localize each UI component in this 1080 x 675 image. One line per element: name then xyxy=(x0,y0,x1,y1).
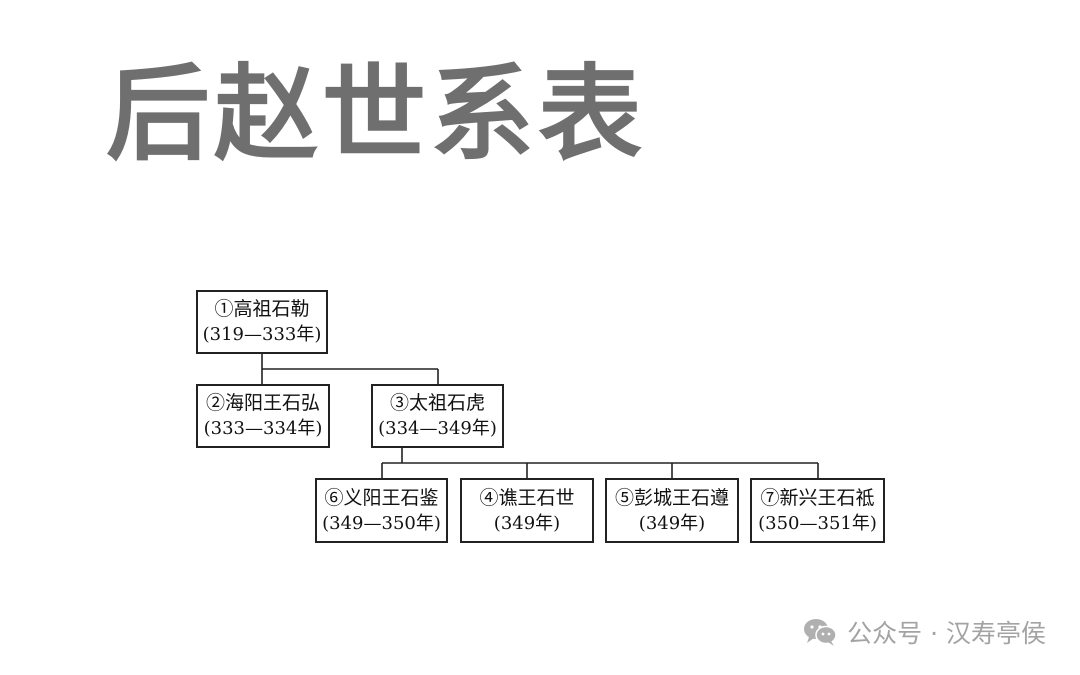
node-years: (349年) xyxy=(638,512,706,534)
node-n6: ⑥义阳王石鉴 (349—350年) xyxy=(315,478,448,543)
wechat-icon xyxy=(804,619,837,646)
watermark: 公众号 · 汉寿亭侯 xyxy=(803,614,1046,650)
node-name: ⑦新兴王石祗 xyxy=(760,486,875,509)
node-years: (319—333年) xyxy=(202,324,322,345)
node-years: (334—349年) xyxy=(378,418,497,439)
node-name: ③太祖石虎 xyxy=(389,392,485,414)
node-years: (349—350年) xyxy=(322,512,441,534)
node-n7: ⑦新兴王石祗 (350—351年) xyxy=(750,478,885,543)
node-n4: ④谯王石世 (349年) xyxy=(460,478,594,543)
node-years: (350—351年) xyxy=(758,512,877,534)
node-years: (333—334年) xyxy=(203,418,323,439)
node-n3: ③太祖石虎 (334—349年) xyxy=(371,384,504,448)
node-name: ⑥义阳王石鉴 xyxy=(324,486,439,509)
node-name: ①高祖石勒 xyxy=(214,298,310,320)
node-n1: ①高祖石勒 (319—333年) xyxy=(196,290,328,354)
watermark-text: 公众号 · 汉寿亭侯 xyxy=(847,619,1046,648)
node-name: ②海阳王石弘 xyxy=(205,392,320,414)
page-title: 后赵世系表 xyxy=(106,53,647,175)
node-n5: ⑤彭城王石遵 (349年) xyxy=(605,478,739,543)
node-name: ④谯王石世 xyxy=(479,486,575,509)
node-name: ⑤彭城王石遵 xyxy=(614,486,729,509)
node-years: (349年) xyxy=(493,512,561,534)
node-n2: ②海阳王石弘 (333—334年) xyxy=(196,384,330,448)
